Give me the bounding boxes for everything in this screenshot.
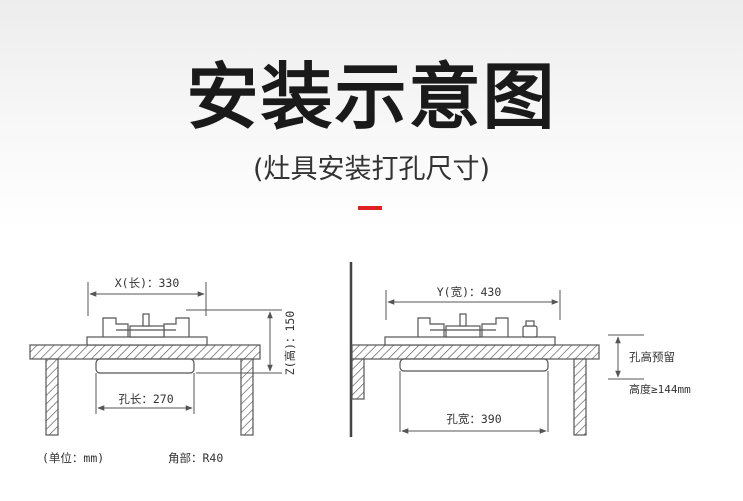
left-cabinet-leg-right: [240, 358, 254, 436]
right-countertop: [351, 344, 600, 360]
hole-width-label: 孔宽：390: [446, 412, 501, 426]
right-cabinet-diagram: Y(宽)：430 孔宽：390 孔高预留 高度≥144mm: [349, 262, 691, 437]
left-stove-body: [95, 358, 195, 374]
reserve-label-line2: 高度≥144mm: [629, 382, 691, 396]
hole-length-label: 孔长：270: [118, 392, 173, 406]
stove-knob: [522, 325, 538, 338]
right-cabinet-leg-left: [351, 358, 365, 400]
page-title: 安装示意图: [186, 55, 557, 139]
right-stove-plate: [384, 336, 556, 346]
left-countertop: [29, 344, 261, 360]
y-dimension-label: Y(宽)：430: [437, 285, 502, 299]
accent-bar: [358, 206, 382, 210]
left-stove-plate: [86, 336, 208, 346]
right-burner: [417, 313, 509, 338]
corner-note: 角部：R40: [168, 451, 223, 465]
x-dimension-label: X(长)：330: [115, 276, 180, 290]
left-cabinet-diagram: X(长)：330 Z(高)：150 孔长：270: [29, 276, 297, 436]
left-cabinet-leg-left: [45, 358, 59, 436]
unit-note: (单位：mm): [42, 451, 104, 465]
right-stove-body: [399, 358, 549, 372]
right-cabinet-leg-right: [573, 358, 587, 436]
z-dimension-label: Z(高)：150: [283, 311, 297, 376]
reserve-label-line1: 孔高预留: [629, 350, 675, 364]
page-subtitle: (灶具安装打孔尺寸): [252, 154, 491, 185]
left-burner: [102, 313, 190, 338]
